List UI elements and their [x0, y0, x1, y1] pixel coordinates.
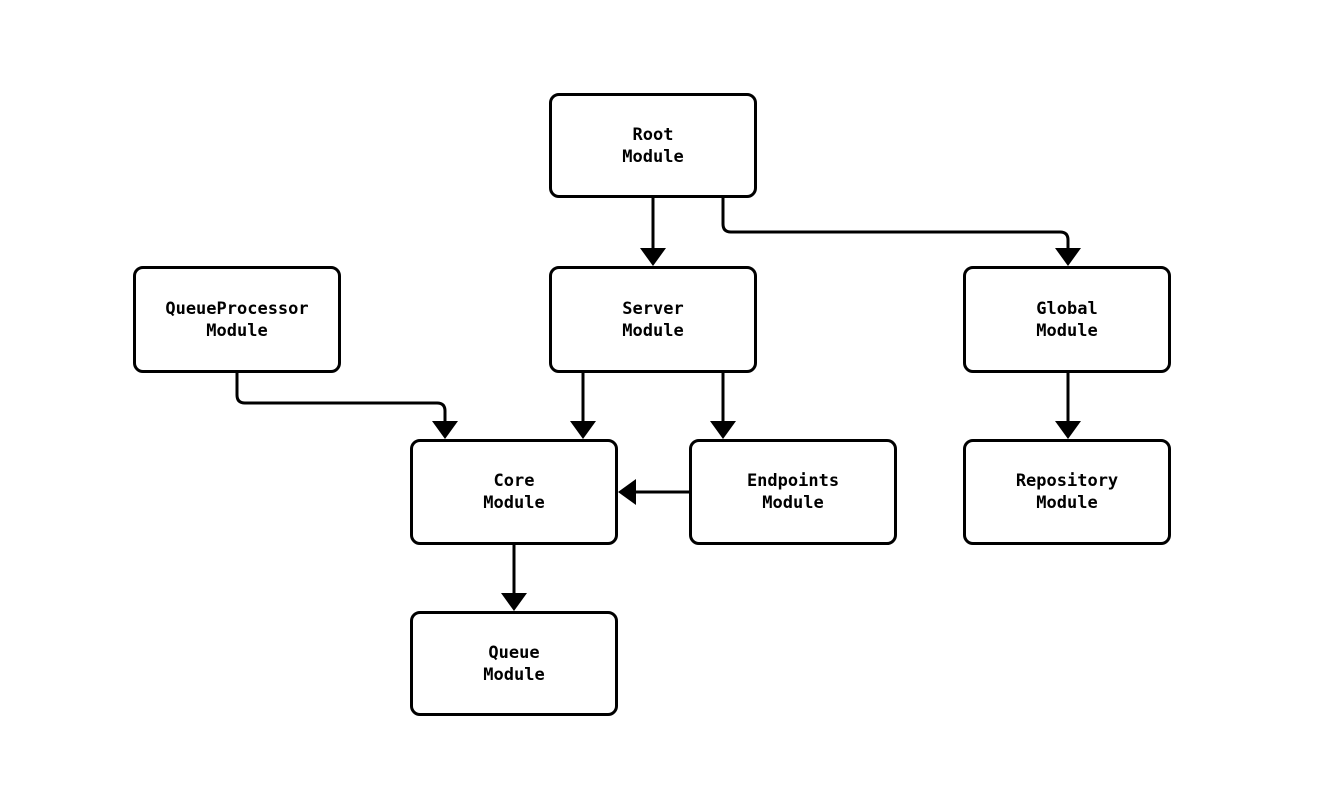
node-label-line: QueueProcessor: [165, 298, 309, 319]
node-label-line: Queue: [488, 642, 540, 663]
edge-server-to-endpoints: [710, 373, 736, 439]
edge-root-to-global: [721, 198, 1081, 266]
node-label-line: Module: [206, 320, 268, 341]
node-label-line: Module: [1036, 493, 1098, 513]
node-server-module: Server Module: [549, 266, 757, 373]
node-queueprocessor-module: QueueProcessor Module: [133, 266, 341, 373]
node-label-line: Module: [762, 493, 824, 513]
node-label-line: Module: [1036, 320, 1098, 341]
node-global-module: Global Module: [963, 266, 1171, 373]
node-label-line: Module: [622, 146, 684, 167]
edge-server-to-core: [570, 373, 596, 439]
edge-endpoints-to-core: [618, 479, 689, 505]
node-queue-module: Queue Module: [410, 611, 618, 716]
edge-global-to-repository: [1055, 373, 1081, 439]
node-endpoints-module: Endpoints Module: [689, 439, 897, 545]
node-label-line: Repository: [1015, 471, 1119, 491]
edge-core-to-queue: [501, 545, 527, 611]
node-repository-module: Repository Module: [963, 439, 1171, 545]
node-label-line: Root: [632, 124, 674, 145]
node-core-module: Core Module: [410, 439, 618, 545]
node-label-line: Module: [622, 320, 684, 341]
node-root-module: Root Module: [549, 93, 757, 198]
node-label-line: Module: [483, 493, 545, 513]
edge-queueprocessor-to-core: [235, 373, 458, 439]
node-label-line: Global: [1036, 298, 1098, 319]
edge-root-to-server: [640, 198, 666, 266]
node-label-line: Endpoints: [746, 471, 840, 491]
node-label-line: Module: [483, 664, 545, 685]
node-label-line: Core: [493, 471, 535, 491]
node-label-line: Server: [622, 298, 684, 319]
